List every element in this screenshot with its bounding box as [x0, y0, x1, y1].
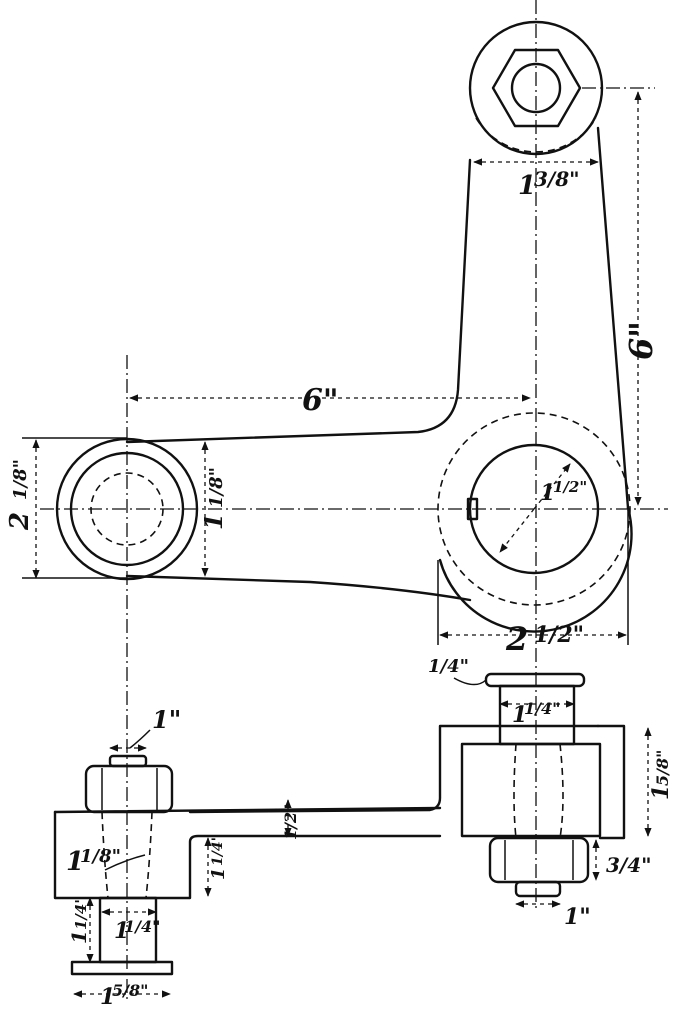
- dim-left-stem-len-frac: 1/4": [72, 896, 90, 930]
- right-pin-end: [514, 880, 562, 898]
- dim-upper-boss-frac: 3/8": [534, 167, 580, 191]
- dim-left-stem-dia-whole: 1: [114, 918, 129, 944]
- upper-hex-nut: [491, 48, 582, 128]
- upper-arm-left-edge: [125, 158, 472, 444]
- dim-web-depth-whole: 1: [208, 867, 229, 880]
- dim-hub-whole: 2: [505, 620, 528, 658]
- dim-left-block-frac: 1/8": [80, 846, 121, 867]
- dim-right-pin-whole: 1: [512, 702, 527, 728]
- dim-right-block-frac: 5/8": [653, 750, 672, 786]
- dim-right-block-whole: 1: [648, 785, 673, 800]
- left-pin-top: [108, 754, 148, 768]
- dim-shaft-radius-whole: 1: [540, 480, 555, 506]
- bell-crank-elevation: [53, 672, 626, 976]
- dim-web-thickness: 1/2": [281, 804, 300, 840]
- lower-arm-edge: [125, 574, 472, 602]
- right-block: [460, 742, 602, 838]
- dim-6in-horizontal: 6": [302, 383, 339, 418]
- elevation-dimension-lines: [73, 677, 652, 998]
- left-washer: [70, 960, 174, 976]
- shaft-radius-line: [533, 463, 571, 510]
- dim-left-bore-whole: 1: [199, 513, 228, 530]
- dim-left-washer-whole: 1: [100, 984, 115, 1010]
- upper-boss-hidden-arc: [475, 117, 597, 153]
- dim-right-nut-gap: 3/4": [606, 853, 652, 877]
- web: [188, 724, 600, 814]
- dim-6in-vertical: 6": [622, 321, 660, 360]
- dimension-labels: 6" 6" 1 3/8" 2 1/8" 1 1/8" 1 1/2" 2 1/2"…: [5, 167, 673, 1010]
- dim-left-block-whole: 1: [66, 847, 84, 877]
- dim-right-pin-small: 1": [564, 904, 591, 930]
- dim-left-stem-len-whole: 1: [67, 930, 91, 944]
- dim-washer-thickness: 1/4": [428, 656, 469, 677]
- left-block: [53, 810, 442, 900]
- right-pin-hidden: [513, 743, 564, 839]
- upper-arm-right-edge: [596, 126, 630, 510]
- dim-hub-frac: 1/2": [534, 622, 584, 648]
- left-nut: [84, 764, 174, 814]
- upper-nut-bore: [510, 62, 562, 114]
- dim-right-pin-frac: 1/4": [524, 699, 560, 718]
- left-pin-hidden: [101, 811, 153, 899]
- dim-left-boss-frac: 1/8": [10, 459, 31, 500]
- plan-dimension-lines: [22, 91, 642, 645]
- right-washer: [484, 672, 586, 688]
- dim-left-bore-frac: 1/8": [206, 467, 227, 508]
- dim-shaft-radius-frac: 1/2": [553, 478, 587, 496]
- dim-left-stem-dia-frac: 1/4": [124, 917, 160, 936]
- bell-crank-plan-view: [40, 0, 668, 1000]
- dim-web-depth-frac: 1/4": [210, 834, 226, 866]
- dim-upper-boss-whole: 1: [518, 171, 536, 201]
- dim-left-boss-whole: 2: [5, 512, 35, 531]
- shaft-radius-line-2: [499, 508, 535, 553]
- dim-left-washer-frac: 5/8": [112, 981, 148, 1000]
- dim-left-pin: 1": [152, 705, 181, 734]
